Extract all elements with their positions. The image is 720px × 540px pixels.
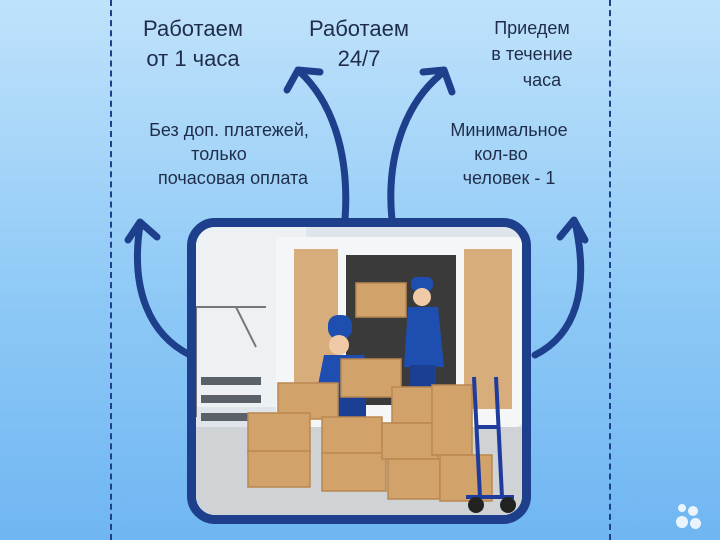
feature-hourly: Работаем от 1 часа — [120, 14, 266, 74]
arrow-to-allday-head — [283, 66, 324, 94]
arrow-to-allday — [296, 68, 350, 224]
feature-min-people: Минимальное кол-во человек - 1 — [426, 118, 592, 190]
feature-allday-line1: Работаем — [309, 16, 409, 41]
avito-logo-icon — [674, 502, 702, 530]
feature-hourly-line2: от 1 часа — [146, 46, 240, 71]
feature-allday: Работаем 24/7 — [286, 14, 432, 74]
feature-hourly-line1: Работаем — [143, 16, 243, 41]
left-dashed-divider — [110, 0, 112, 540]
feature-min-people-line3: человек - 1 — [462, 168, 556, 188]
arrow-to-no-fees-head — [124, 218, 161, 244]
feature-min-people-line2: кол-во — [474, 144, 528, 164]
feature-arrive-line3: часа — [522, 70, 562, 90]
arrow-to-arrive — [387, 71, 444, 224]
avito-watermark — [674, 502, 708, 530]
feature-no-fees-line3: почасовая оплата — [157, 168, 308, 188]
arrow-to-arrive-head — [419, 66, 456, 96]
right-dashed-divider — [609, 0, 611, 540]
photo-frame — [187, 218, 531, 524]
feature-min-people-line1: Минимальное — [450, 120, 568, 140]
hand-truck — [466, 376, 514, 499]
feature-no-fees-line1: Без доп. платежей, — [149, 120, 309, 140]
movers-photo — [196, 227, 522, 515]
arrow-to-no-fees — [133, 221, 194, 359]
boxes — [247, 282, 493, 502]
feature-arrive-line2: в течение — [491, 44, 573, 64]
arrow-to-min-people — [531, 218, 585, 359]
feature-allday-line2: 24/7 — [337, 46, 381, 71]
feature-arrive: Приедем в течение часа — [466, 15, 598, 93]
arrow-to-min-people-head — [556, 216, 589, 244]
feature-no-fees: Без доп. платежей, только почасовая опла… — [122, 118, 336, 190]
feature-no-fees-line2: только — [191, 144, 247, 164]
feature-arrive-line1: Приедем — [494, 18, 570, 38]
